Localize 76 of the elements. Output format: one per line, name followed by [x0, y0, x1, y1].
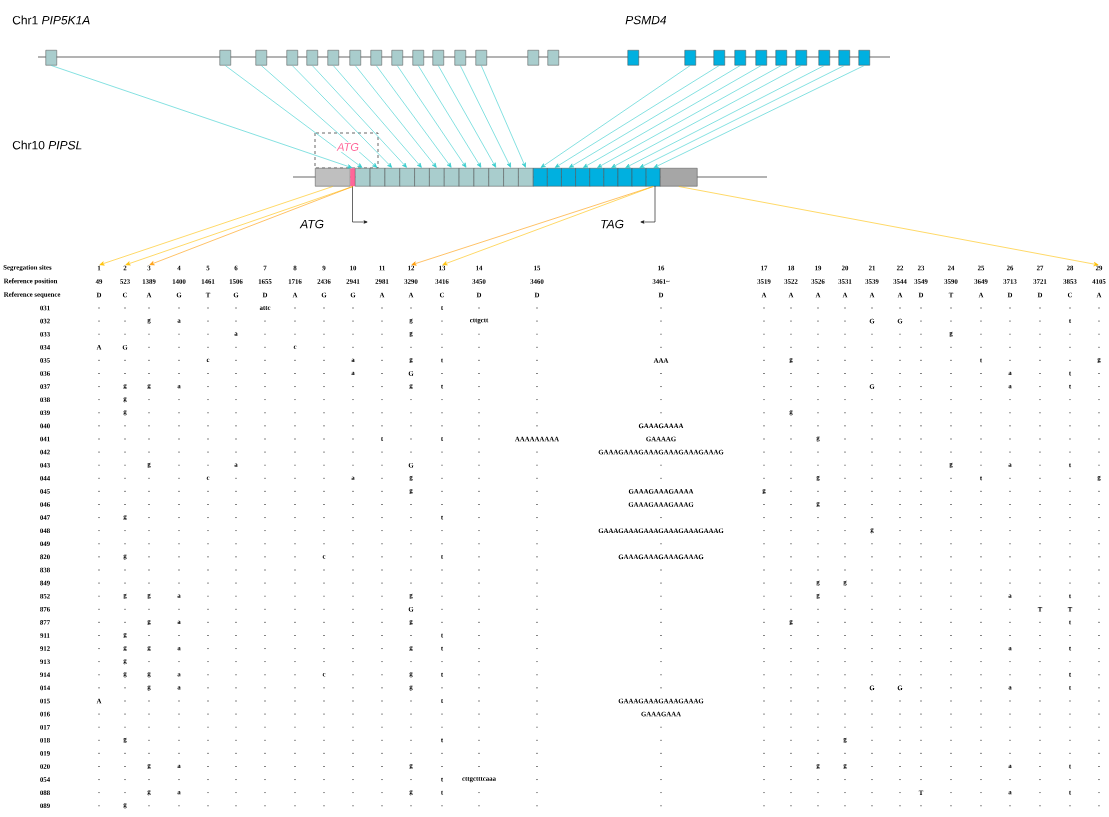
- arrow: [291, 65, 393, 168]
- exon-box: [795, 50, 807, 66]
- exon-box: [255, 50, 267, 66]
- segment-box: [631, 168, 647, 187]
- chromosome-label: Chr10 PIPSL: [12, 140, 82, 150]
- exon-box: [734, 50, 746, 66]
- exon-box: [45, 50, 57, 66]
- codon-label: ATG: [299, 219, 324, 229]
- segment-box: [503, 168, 519, 187]
- arrow: [540, 65, 691, 168]
- arrow: [99, 186, 334, 266]
- gene-label: PSMD4: [625, 15, 667, 25]
- arrow: [396, 65, 467, 168]
- exon-box: [370, 50, 382, 66]
- arrow: [583, 65, 762, 168]
- start-marker: [350, 168, 356, 187]
- arrow: [354, 65, 437, 168]
- arrow: [260, 65, 378, 168]
- segment-box: [518, 168, 534, 187]
- arrow: [459, 65, 511, 168]
- exon-box: [818, 50, 830, 66]
- segment-box: [533, 168, 548, 187]
- arrow: [417, 65, 482, 168]
- segment-box: [414, 168, 430, 187]
- segment-box: [589, 168, 605, 187]
- arrow: [625, 65, 825, 168]
- exon-box: [684, 50, 696, 66]
- segment-box: [645, 168, 661, 187]
- chromosome-label: Chr1 PIP5K1A: [12, 15, 90, 25]
- exon-box: [775, 50, 787, 66]
- arrow: [332, 65, 422, 168]
- exon-box: [713, 50, 725, 66]
- arrow: [639, 65, 845, 168]
- utr-box: [315, 168, 351, 187]
- arrow: [611, 65, 802, 168]
- exon-box: [219, 50, 231, 66]
- exon-box: [306, 50, 318, 66]
- exon-box: [858, 50, 870, 66]
- exon-box: [547, 50, 559, 66]
- exon-box: [475, 50, 487, 66]
- segment-box: [458, 168, 475, 187]
- arrow: [50, 65, 353, 169]
- codon-label: ATG: [336, 142, 360, 152]
- exon-box: [327, 50, 339, 66]
- segment-box: [561, 168, 576, 187]
- arrow: [437, 65, 497, 168]
- exon-box: [838, 50, 850, 66]
- segment-box: [488, 168, 504, 187]
- segment-box: [547, 168, 562, 187]
- exon-box: [454, 50, 466, 66]
- segment-box: [473, 168, 489, 187]
- arrow: [597, 65, 782, 168]
- exon-box: [286, 50, 298, 66]
- segment-box: [399, 168, 415, 187]
- exon-box: [412, 50, 424, 66]
- arrow: [678, 186, 1099, 267]
- arrow: [375, 65, 452, 168]
- segment-box: [429, 168, 445, 187]
- exon-box: [627, 50, 639, 66]
- exon-box: [527, 50, 539, 66]
- exon-box: [432, 50, 444, 66]
- arrow: [554, 65, 720, 168]
- segment-box: [603, 168, 619, 187]
- exon-box: [349, 50, 361, 66]
- exon-box: [755, 50, 767, 66]
- utr-box: [660, 168, 698, 187]
- arrow: [311, 65, 407, 168]
- segment-box: [575, 168, 590, 187]
- exon-box: [391, 50, 403, 66]
- codon-label: TAG: [601, 219, 624, 229]
- arrow: [653, 65, 865, 168]
- segment-box: [369, 168, 386, 187]
- arrow: [224, 65, 363, 168]
- arrow: [568, 65, 741, 168]
- arrow: [480, 65, 526, 168]
- segment-box: [384, 168, 400, 187]
